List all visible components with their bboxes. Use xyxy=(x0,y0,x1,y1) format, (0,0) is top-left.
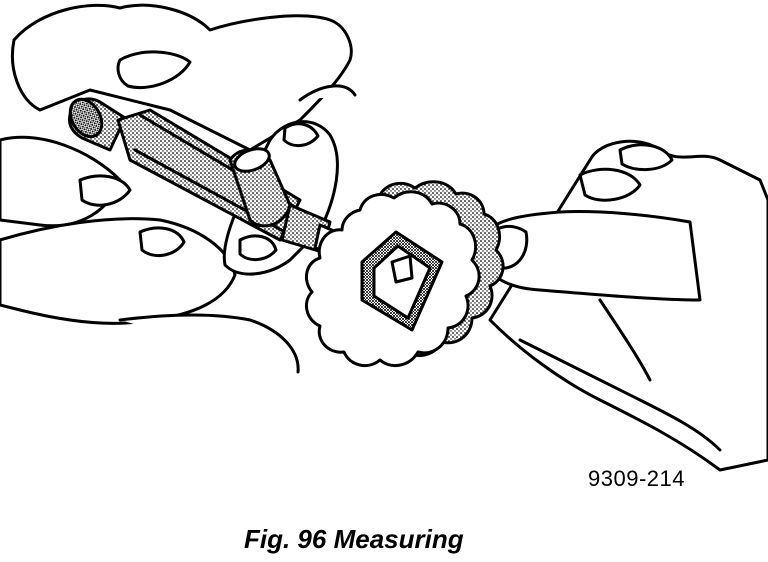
drawing-id-label: 9309-214 xyxy=(588,466,685,491)
left-hand xyxy=(0,5,355,372)
gear-part xyxy=(306,182,503,366)
figure-caption: Fig. 96 Measuring xyxy=(244,524,464,554)
right-hand xyxy=(480,141,768,470)
